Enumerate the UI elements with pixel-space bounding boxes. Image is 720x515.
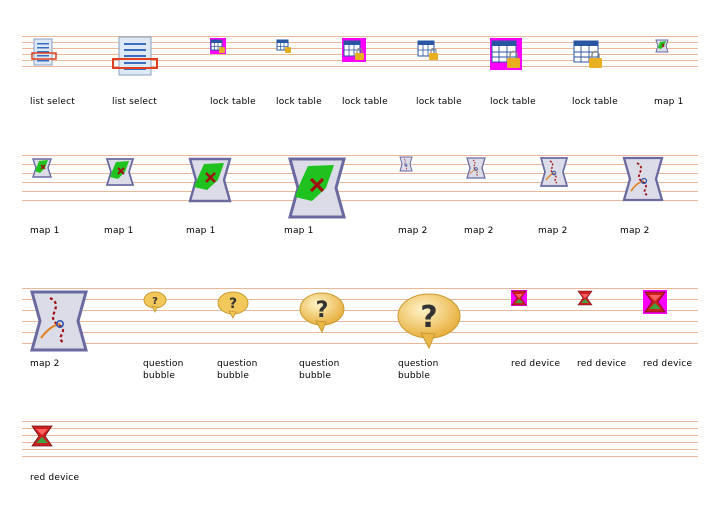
list-select-label: list select: [112, 97, 158, 107]
svg-text:?: ?: [420, 300, 437, 335]
map-1-label: map 1: [186, 226, 216, 236]
map-2-icon: [464, 156, 488, 180]
map-2-icon: [620, 156, 666, 202]
lock-table-label: lock table: [276, 97, 322, 107]
lock-table-icon: [416, 38, 440, 62]
map-1-icon: [186, 156, 234, 204]
svg-text:?: ?: [152, 296, 158, 307]
svg-text:?: ?: [229, 296, 237, 312]
red-device-icon: [643, 290, 667, 314]
question-bubble-label: question bubble: [217, 358, 257, 382]
question-bubble-icon: ?: [217, 291, 249, 319]
map-2-label: map 2: [398, 226, 428, 236]
map-2-label: map 2: [30, 359, 60, 369]
label-line: bubble: [398, 371, 431, 381]
question-bubble-label: question bubble: [398, 358, 438, 382]
red-device-icon: [511, 290, 527, 306]
svg-text:?: ?: [316, 298, 329, 323]
map-1-icon: [104, 156, 136, 188]
map-2-icon: [398, 156, 414, 172]
red-device-label: red device: [511, 359, 561, 369]
question-bubble-icon: ?: [143, 291, 167, 313]
map-2-icon: [538, 156, 570, 188]
map-1-label: map 1: [284, 226, 314, 236]
red-device-label: red device: [643, 359, 693, 369]
label-line: question: [398, 359, 439, 369]
lock-table-icon: [490, 38, 522, 70]
map-2-label: map 2: [538, 226, 568, 236]
lock-table-icon: [572, 38, 604, 70]
question-bubble-label: question bubble: [299, 358, 339, 382]
red-device-label: red device: [577, 359, 627, 369]
lock-table-icon: [276, 38, 292, 54]
guide-lines-row-3: [22, 288, 698, 346]
map-1-icon: [30, 156, 54, 180]
list-select-icon: [30, 38, 58, 68]
red-device-label: red device: [30, 473, 80, 483]
map-1-icon: [284, 156, 348, 220]
guide-lines-row-4: [22, 421, 698, 457]
map-1-label: map 1: [654, 97, 684, 107]
map-1-label: map 1: [30, 226, 60, 236]
guide-lines-row-2: [22, 155, 698, 205]
lock-table-label: lock table: [490, 97, 536, 107]
list-select-label: list select: [30, 97, 76, 107]
map-1-icon: [654, 38, 670, 54]
red-device-icon: [577, 290, 593, 306]
map-1-label: map 1: [104, 226, 134, 236]
label-line: question: [143, 359, 184, 369]
lock-table-label: lock table: [210, 97, 256, 107]
list-select-icon: [110, 36, 160, 78]
red-device-icon: [30, 424, 54, 448]
lock-table-icon: [342, 38, 366, 62]
lock-table-label: lock table: [416, 97, 462, 107]
lock-table-label: lock table: [342, 97, 388, 107]
question-bubble-icon: ?: [298, 291, 346, 333]
map-2-label: map 2: [464, 226, 494, 236]
label-line: question: [217, 359, 258, 369]
label-line: bubble: [217, 371, 250, 381]
map-2-label: map 2: [620, 226, 650, 236]
label-line: bubble: [143, 371, 176, 381]
lock-table-label: lock table: [572, 97, 618, 107]
label-line: question: [299, 359, 340, 369]
label-line: bubble: [299, 371, 332, 381]
map-2-icon: [26, 289, 90, 353]
lock-table-icon: [210, 38, 226, 54]
question-bubble-label: question bubble: [143, 358, 183, 382]
question-bubble-icon: ?: [396, 291, 462, 349]
